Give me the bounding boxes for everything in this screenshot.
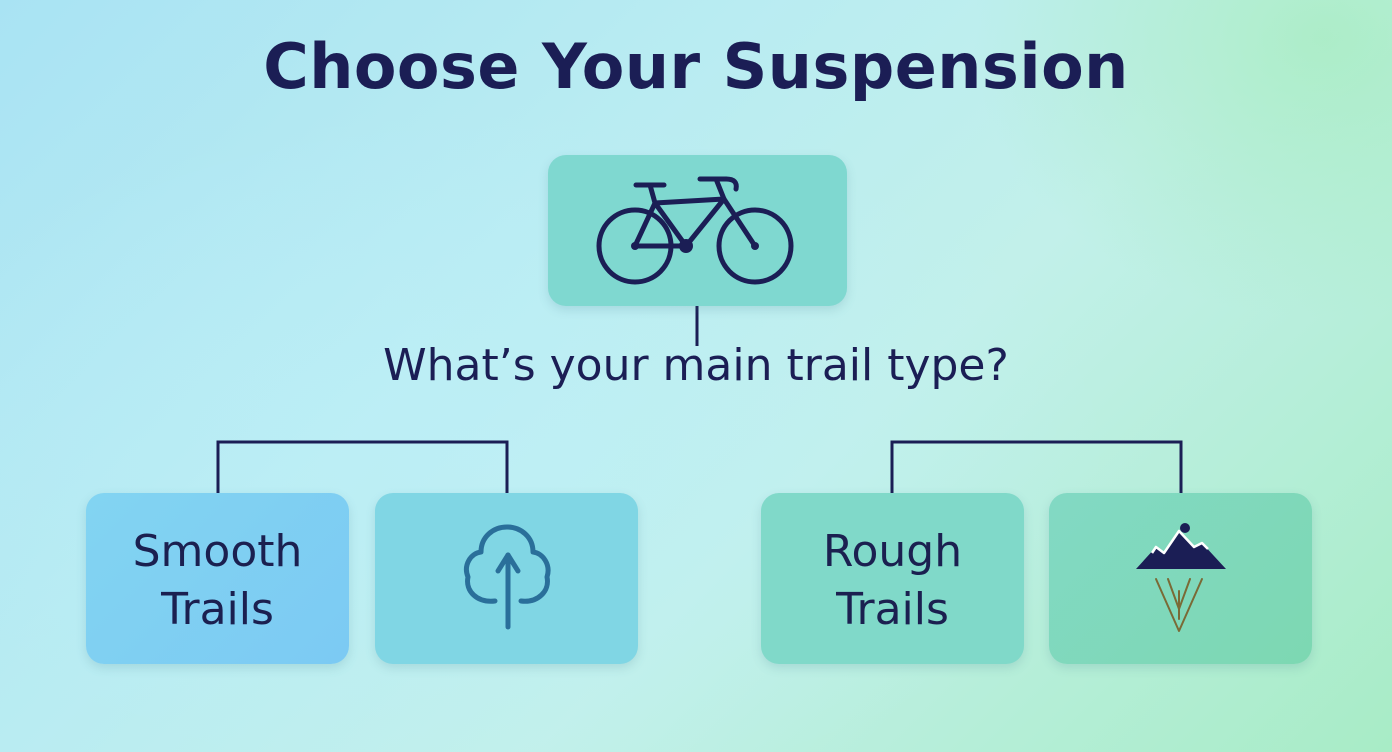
smooth-trails-icon-node bbox=[375, 493, 638, 664]
smooth-trails-node: Smooth Trails bbox=[86, 493, 349, 664]
rough-trails-icon-node bbox=[1049, 493, 1312, 664]
rough-trails-node: Rough Trails bbox=[761, 493, 1024, 664]
page-title: Choose Your Suspension bbox=[263, 30, 1129, 103]
tree-icon bbox=[464, 524, 551, 630]
root-node bbox=[548, 155, 847, 306]
rough-trails-label: Rough Trails bbox=[822, 526, 963, 635]
question-text: What’s your main trail type? bbox=[383, 340, 1009, 391]
right-bracket-connector bbox=[890, 440, 1183, 493]
left-bracket-connector bbox=[216, 440, 509, 493]
mountain-icon bbox=[1136, 523, 1226, 632]
smooth-trails-label: Smooth Trails bbox=[132, 526, 303, 635]
bicycle-icon bbox=[596, 176, 794, 285]
